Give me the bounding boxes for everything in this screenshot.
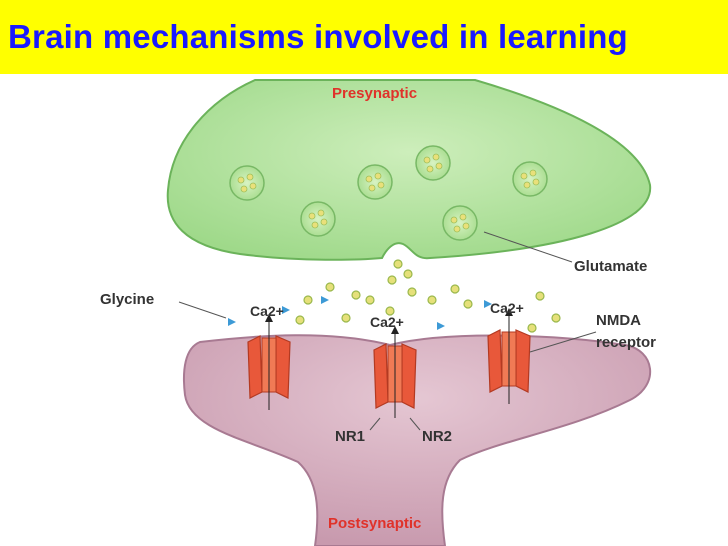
postsynaptic-label: Postsynaptic	[328, 515, 421, 532]
nmda-receptor-right	[487, 308, 531, 404]
glutamate-label: Glutamate	[574, 258, 647, 275]
nr2-label: NR2	[422, 428, 452, 445]
presynaptic-terminal	[166, 79, 652, 261]
slide-title: Brain mechanisms involved in learning	[8, 18, 628, 55]
glycine-molecules	[228, 296, 492, 330]
postsynaptic-terminal	[182, 334, 651, 546]
glutamate-molecules	[295, 259, 561, 333]
nmda-receptor-left	[247, 314, 291, 410]
nmda-label: NMDA	[596, 312, 641, 329]
glycine-label: Glycine	[100, 291, 154, 308]
calcium-label-left: Ca2+	[250, 303, 284, 319]
nr1-label: NR1	[335, 428, 365, 445]
title-bar: Brain mechanisms involved in learning	[0, 0, 728, 74]
receptor-label: receptor	[596, 334, 656, 351]
vesicle-contents	[237, 153, 540, 233]
calcium-label-center: Ca2+	[370, 314, 404, 330]
nmda-receptor-center	[373, 326, 417, 418]
calcium-label-right: Ca2+	[490, 300, 524, 316]
synaptic-vesicles	[229, 145, 548, 241]
presynaptic-label: Presynaptic	[332, 85, 417, 102]
leader-lines	[178, 231, 597, 431]
